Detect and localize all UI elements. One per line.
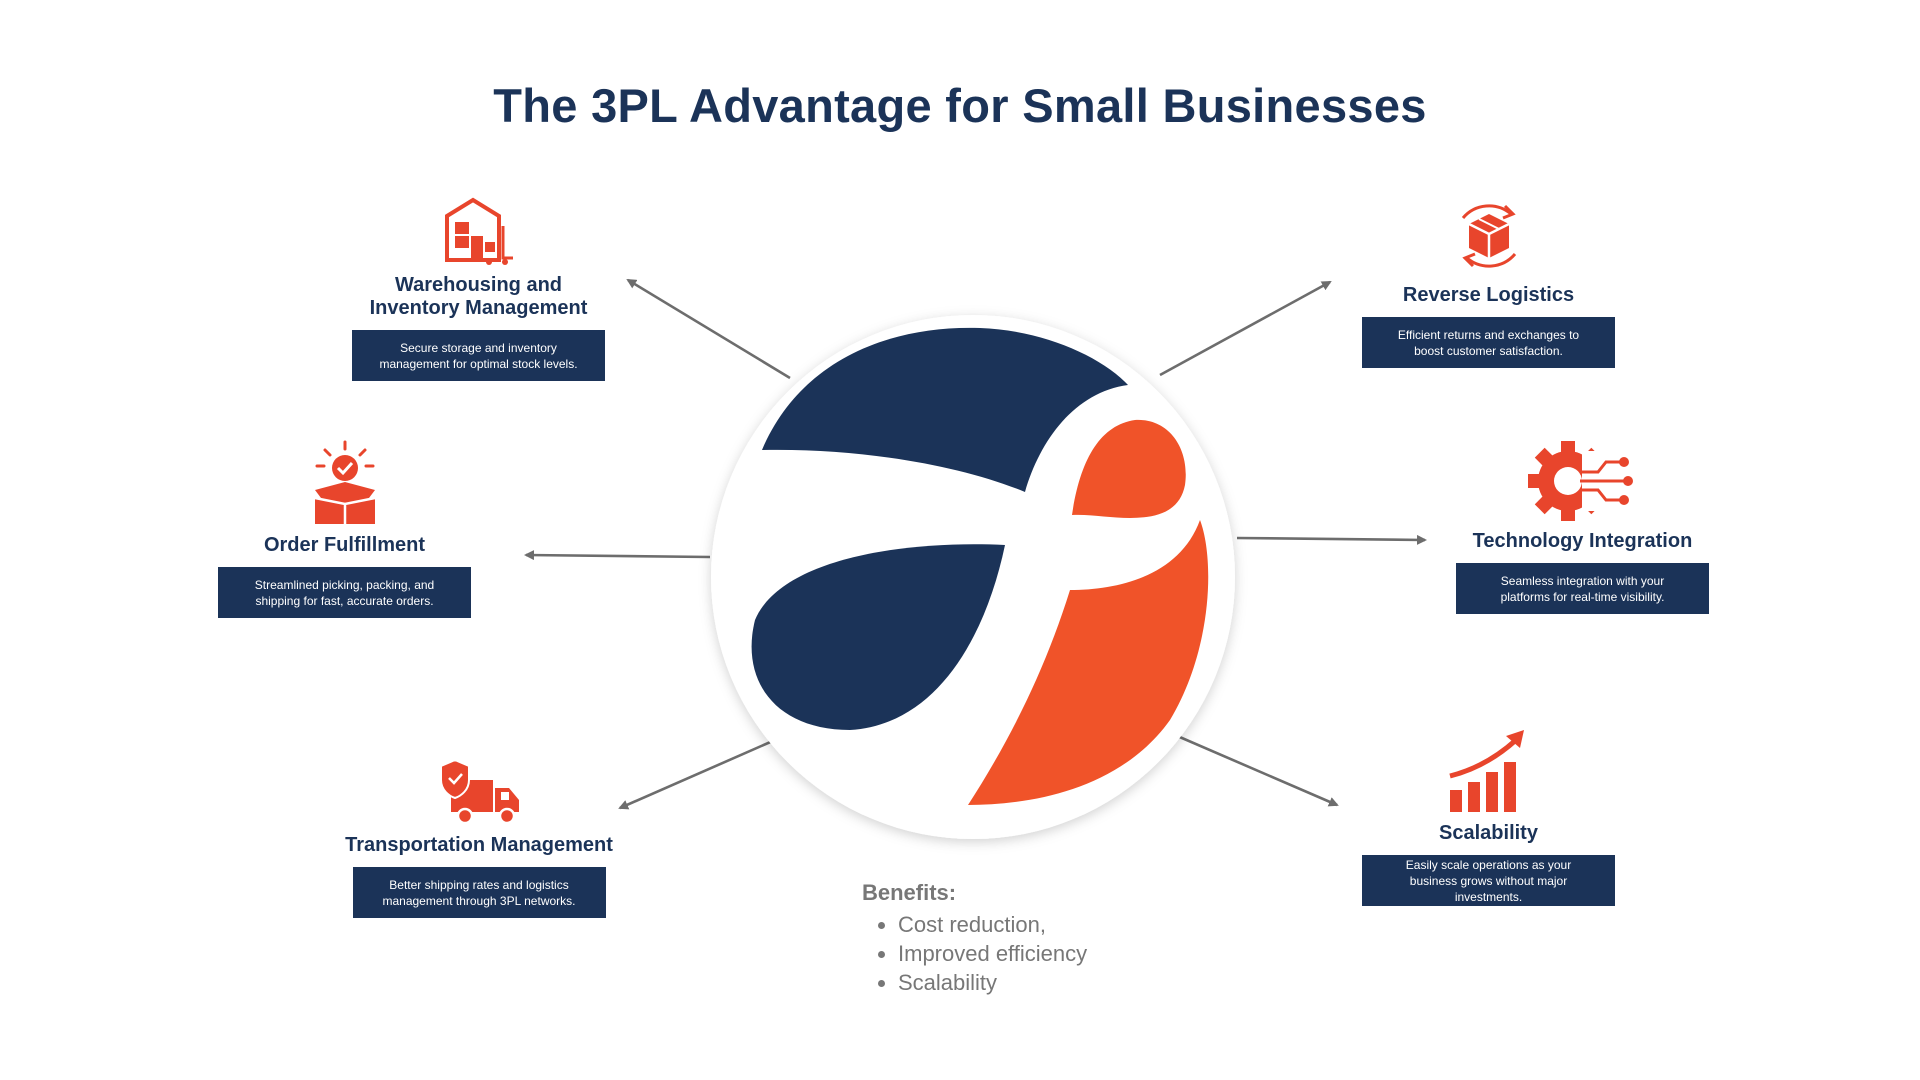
service-card-technology: Technology Integration Seamless integrat…: [1456, 440, 1709, 614]
service-label: Transportation Management: [345, 834, 613, 856]
service-description: Easily scale operations as your business…: [1362, 855, 1615, 906]
benefit-item: Cost reduction,: [898, 910, 1087, 939]
service-description: Better shipping rates and logistics mana…: [352, 867, 606, 918]
service-label: Reverse Logistics: [1402, 284, 1575, 306]
service-label: Technology Integration: [1472, 530, 1693, 552]
service-description: Streamlined picking, packing, and shippi…: [218, 567, 471, 618]
arrow-transportation: [618, 738, 776, 810]
arrow-reverse-logistics: [1159, 280, 1332, 377]
service-card-order-fulfillment: Order Fulfillment Streamlined picking, p…: [218, 440, 471, 618]
service-label: Warehousing and Inventory Management: [369, 274, 588, 319]
service-description: Seamless integration with your platforms…: [1456, 563, 1709, 614]
arrow-scalability: [1174, 733, 1339, 807]
benefit-item: Improved efficiency: [898, 939, 1087, 968]
warehouse-icon: [444, 197, 513, 265]
return-box-icon: [1461, 204, 1516, 268]
page-title: The 3PL Advantage for Small Businesses: [493, 79, 1427, 132]
service-card-transportation: Transportation Management Better shippin…: [328, 758, 630, 918]
arrow-order-fulfillment: [524, 550, 711, 561]
service-label: Scalability: [1439, 822, 1538, 844]
growth-chart-icon: [1448, 730, 1524, 812]
package-check-icon: [314, 440, 375, 524]
gear-circuit-icon: [1527, 441, 1633, 521]
service-description: Efficient returns and exchanges to boost…: [1362, 317, 1615, 368]
arrow-technology: [1236, 534, 1427, 545]
service-label: Order Fulfillment: [263, 534, 426, 556]
service-card-reverse-logistics: Reverse Logistics Efficient returns and …: [1362, 196, 1615, 368]
service-description: Secure storage and inventory management …: [352, 330, 605, 381]
benefit-item: Scalability: [898, 968, 1087, 997]
benefits-heading: Benefits:: [862, 880, 957, 905]
truck-shield-icon: [440, 758, 519, 825]
service-card-scalability: Scalability Easily scale operations as y…: [1362, 728, 1615, 906]
benefits-block: Benefits: Cost reduction, Improved effic…: [862, 880, 1087, 997]
arrow-warehousing: [626, 278, 791, 380]
benefits-list: Cost reduction, Improved efficiency Scal…: [862, 910, 1087, 997]
service-card-warehousing: Warehousing and Inventory Management Sec…: [352, 196, 605, 381]
